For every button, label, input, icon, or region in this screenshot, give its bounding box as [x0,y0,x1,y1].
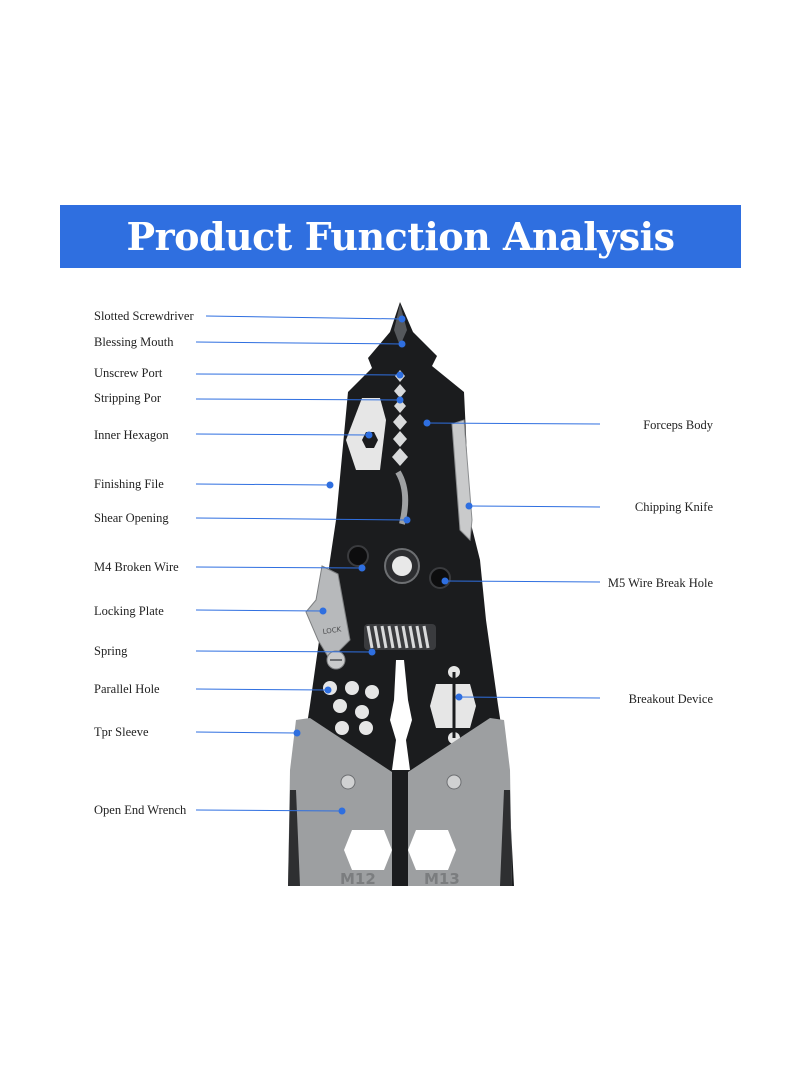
chipping-knife [451,419,473,542]
right-leader-lines [423,419,601,701]
label-forceps-body: Forceps Body [643,418,713,432]
label-parallel-hole: Parallel Hole [94,682,160,696]
locking-plate [305,565,351,661]
breakout-device [430,666,476,744]
label-shear-opening: Shear Opening [94,511,169,525]
label-open-end-wrench: Open End Wrench [94,803,187,817]
label-stripping-port: Stripping Por [94,391,162,405]
open-end-wrench [344,830,456,870]
plier-illustration: LOCK [288,302,514,888]
label-m4-broken-wire: M4 Broken Wire [94,560,179,574]
page-title: Product Function Analysis [126,214,675,259]
label-spring: Spring [94,644,128,658]
label-finishing-file: Finishing File [94,477,164,491]
label-breakout-device: Breakout Device [628,692,713,706]
label-chipping-knife: Chipping Knife [634,500,713,514]
lock-marking: LOCK [322,625,342,636]
spring [364,624,436,650]
label-tpr-sleeve: Tpr Sleeve [94,725,149,739]
title-banner: Product Function Analysis [60,205,741,268]
label-slotted-screwdriver: Slotted Screwdriver [94,309,194,323]
label-m5-wire-break-hole: M5 Wire Break Hole [607,576,713,590]
label-blessing-mouth: Blessing Mouth [94,335,174,349]
left-leader-lines [195,315,411,815]
label-locking-plate: Locking Plate [94,604,164,618]
wrench-size-right: M13 [424,870,460,888]
wrench-size-left: M12 [340,870,376,888]
parallel-holes [323,681,379,735]
label-inner-hexagon: Inner Hexagon [94,428,169,442]
label-unscrew-port: Unscrew Port [94,366,163,380]
